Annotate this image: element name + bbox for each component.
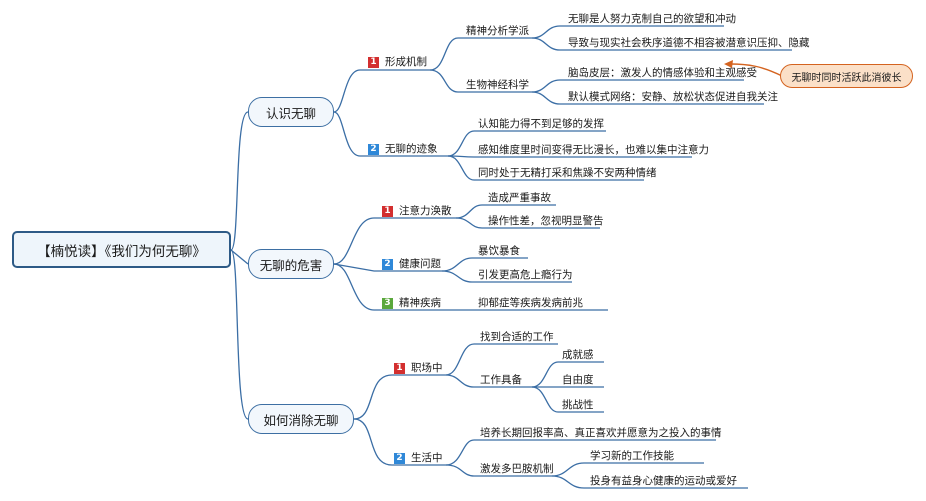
subtopic-label: 职场中 (411, 362, 443, 374)
priority-1-icon: 1 (394, 363, 405, 374)
subtopic-label: 生活中 (411, 452, 443, 464)
callout-note[interactable]: 无聊时同时活跃此消彼长 (780, 64, 913, 88)
group-neuroscience[interactable]: 生物神经科学 (466, 79, 529, 91)
leaf-item[interactable]: 抑郁症等疾病发病前兆 (478, 297, 583, 309)
subtopic-label: 注意力涣散 (399, 205, 452, 217)
subtopic-label: 无聊的迹象 (385, 143, 438, 155)
leaf-item[interactable]: 投身有益身心健康的运动或爱好 (590, 475, 737, 487)
leaf-item[interactable]: 找到合适的工作 (480, 331, 554, 343)
priority-2-icon: 2 (368, 144, 379, 155)
group-job-qualities[interactable]: 工作具备 (480, 374, 522, 386)
branch-label: 如何消除无聊 (263, 412, 339, 428)
subtopic-label: 健康问题 (399, 258, 441, 270)
priority-2-icon: 2 (382, 259, 393, 270)
priority-2-icon: 2 (394, 453, 405, 464)
leaf-item[interactable]: 无聊是人努力克制自己的欲望和冲动 (568, 13, 736, 25)
priority-1-icon: 1 (382, 206, 393, 217)
priority-1-icon: 1 (368, 57, 379, 68)
subtopic-life[interactable]: 2 生活中 (394, 451, 443, 465)
subtopic-signs[interactable]: 2 无聊的迹象 (368, 142, 438, 156)
leaf-item[interactable]: 培养长期回报率高、真正喜欢并愿意为之投入的事情 (480, 427, 722, 439)
branch-harms[interactable]: 无聊的危害 (248, 249, 334, 279)
group-dopamine[interactable]: 激发多巴胺机制 (480, 463, 554, 475)
branch-remedies[interactable]: 如何消除无聊 (248, 404, 354, 434)
leaf-item[interactable]: 引发更高危上瘾行为 (478, 269, 573, 281)
subtopic-label: 形成机制 (385, 56, 427, 68)
leaf-item[interactable]: 自由度 (562, 374, 594, 386)
callout-label: 无聊时同时活跃此消彼长 (791, 72, 902, 84)
subtopic-health[interactable]: 2 健康问题 (382, 257, 441, 271)
leaf-item[interactable]: 脑岛皮层：激发人的情感体验和主观感受 (568, 67, 757, 79)
leaf-item[interactable]: 导致与现实社会秩序道德不相容被潜意识压抑、隐藏 (568, 37, 810, 49)
arrow-head-icon (724, 60, 733, 68)
branch-understanding[interactable]: 认识无聊 (248, 97, 334, 127)
branch-label: 认识无聊 (265, 105, 316, 121)
subtopic-label: 精神疾病 (399, 297, 441, 309)
leaf-item[interactable]: 认知能力得不到足够的发挥 (478, 118, 604, 130)
leaf-item[interactable]: 成就感 (562, 349, 594, 361)
callout-arrow (729, 63, 783, 77)
subtopic-formation[interactable]: 1 形成机制 (368, 55, 427, 69)
subtopic-workplace[interactable]: 1 职场中 (394, 361, 443, 375)
priority-3-icon: 3 (382, 298, 393, 309)
leaf-item[interactable]: 学习新的工作技能 (590, 450, 674, 462)
subtopic-distraction[interactable]: 1 注意力涣散 (382, 204, 452, 218)
leaf-item[interactable]: 造成严重事故 (488, 192, 551, 204)
leaf-item[interactable]: 暴饮暴食 (478, 245, 520, 257)
root-topic[interactable]: 【楠悦读】《我们为何无聊》 (12, 231, 231, 268)
leaf-item[interactable]: 默认模式网络：安静、放松状态促进自我关注 (568, 91, 778, 103)
subtopic-mental[interactable]: 3 精神疾病 (382, 296, 441, 310)
root-label: 【楠悦读】《我们为何无聊》 (37, 243, 206, 260)
group-psychoanalysis[interactable]: 精神分析学派 (466, 25, 529, 37)
leaf-item[interactable]: 同时处于无精打采和焦躁不安两种情绪 (478, 167, 657, 179)
leaf-item[interactable]: 操作性差，忽视明显警告 (488, 215, 604, 227)
leaf-item[interactable]: 挑战性 (562, 399, 594, 411)
leaf-item[interactable]: 感知维度里时间变得无比漫长，也难以集中注意力 (478, 144, 709, 156)
branch-label: 无聊的危害 (259, 257, 323, 273)
